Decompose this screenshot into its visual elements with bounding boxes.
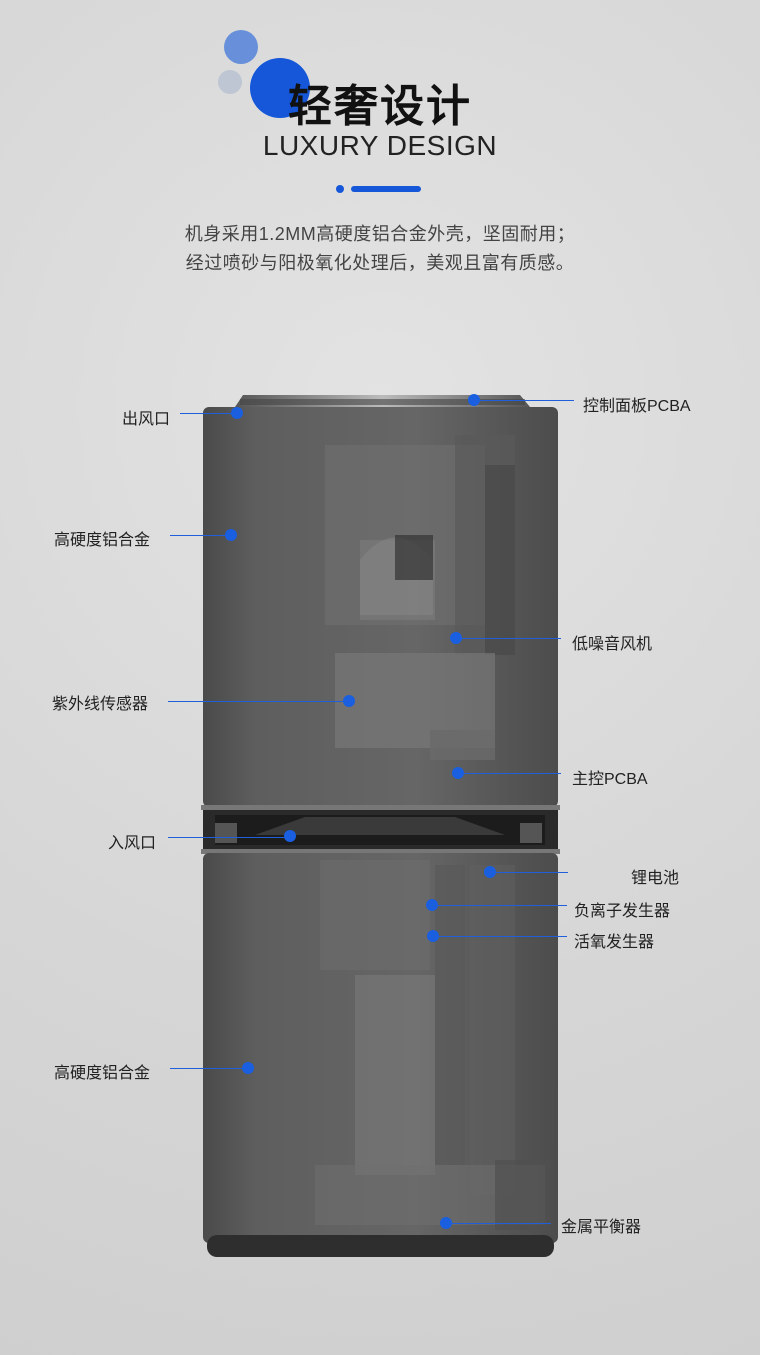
label-outlet: 出风口 <box>122 411 171 428</box>
accent-dot <box>336 185 344 193</box>
label-control-panel: 控制面板PCBA <box>583 398 691 415</box>
purifier-illustration <box>201 395 560 1257</box>
line-main-pcba <box>458 773 561 774</box>
line-fan <box>456 638 561 639</box>
label-oxygen-generator: 活氧发生器 <box>574 934 655 951</box>
line-outlet <box>180 413 237 414</box>
decor-circle-light <box>224 30 258 64</box>
decor-circle-main <box>250 58 310 118</box>
label-alloy-bottom: 高硬度铝合金 <box>54 1065 151 1082</box>
line-battery <box>490 872 568 873</box>
description-line-1: 机身采用1.2MM高硬度铝合金外壳，坚固耐用； <box>184 224 576 244</box>
page-subtitle: LUXURY DESIGN <box>262 130 498 161</box>
label-alloy-top: 高硬度铝合金 <box>54 532 151 549</box>
dot-uv-sensor <box>343 695 355 707</box>
dot-alloy-top <box>225 529 237 541</box>
label-inlet: 入风口 <box>108 835 157 852</box>
dot-outlet <box>231 407 243 419</box>
line-alloy-top <box>170 535 232 536</box>
line-oxygen-generator <box>433 936 567 937</box>
description-line-2: 经过喷砂与阳极氧化处理后，美观且富有质感。 <box>185 253 575 273</box>
label-balancer: 金属平衡器 <box>561 1219 642 1236</box>
line-balancer <box>446 1223 551 1224</box>
line-inlet <box>168 837 291 838</box>
label-fan: 低噪音风机 <box>572 636 653 653</box>
page-title: 轻奢设计 <box>288 82 472 131</box>
line-alloy-bottom <box>170 1068 248 1069</box>
label-battery: 锂电池 <box>631 870 680 887</box>
label-ion-generator: 负离子发生器 <box>574 903 671 920</box>
label-main-pcba: 主控PCBA <box>572 771 648 788</box>
decor-circle-faint <box>218 70 242 94</box>
dot-inlet <box>284 830 296 842</box>
dot-alloy-bottom <box>242 1062 254 1074</box>
line-control-panel <box>474 400 574 401</box>
label-uv-sensor: 紫外线传感器 <box>52 696 149 713</box>
accent-bar <box>351 186 421 192</box>
line-ion-generator <box>432 905 567 906</box>
line-uv-sensor <box>168 701 350 702</box>
